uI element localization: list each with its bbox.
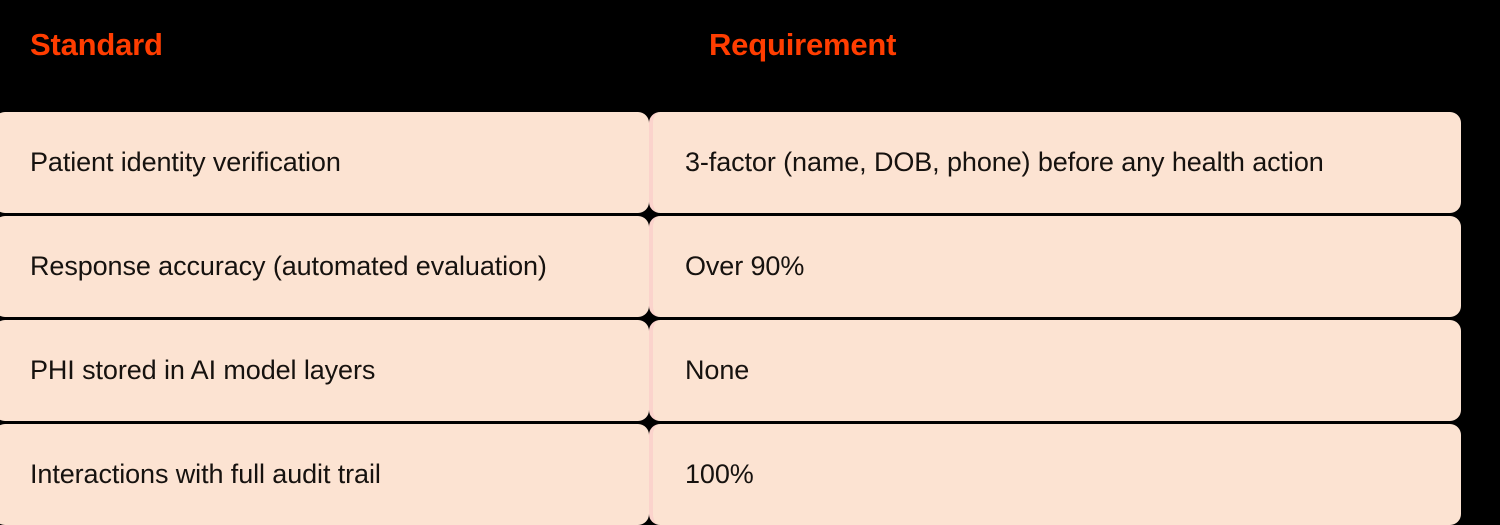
cell-text-requirement: None [685,355,750,385]
cell-standard: Response accuracy (automated evaluation) [0,216,649,317]
cell-standard: PHI stored in AI model layers [0,320,649,421]
cell-text-standard: Response accuracy (automated evaluation) [30,251,547,281]
table-row: Patient identity verification 3-factor (… [0,112,1500,213]
column-header-standard: Standard [30,27,163,62]
cell-requirement: Over 90% [649,216,1461,317]
cell-text-requirement: 3-factor (name, DOB, phone) before any h… [685,147,1324,177]
cell-text-standard: PHI stored in AI model layers [30,355,376,385]
table-row: PHI stored in AI model layers None [0,320,1500,421]
cell-text-requirement: Over 90% [685,251,805,281]
cell-text-standard: Interactions with full audit trail [30,459,381,489]
table-header-row: Standard Requirement [0,0,1500,112]
cell-standard: Patient identity verification [0,112,649,213]
cell-standard: Interactions with full audit trail [0,424,649,525]
cell-text-requirement: 100% [685,459,754,489]
table-row: Response accuracy (automated evaluation)… [0,216,1500,317]
cell-text-standard: Patient identity verification [30,147,341,177]
table-row: Interactions with full audit trail 100% [0,424,1500,525]
cell-requirement: 3-factor (name, DOB, phone) before any h… [649,112,1461,213]
table-header-cell-standard: Standard [0,0,655,63]
cell-requirement: None [649,320,1461,421]
cell-requirement: 100% [649,424,1461,525]
table-body: Patient identity verification 3-factor (… [0,112,1500,525]
table-header-cell-requirement: Requirement [691,0,1500,63]
column-header-requirement: Requirement [709,27,897,62]
